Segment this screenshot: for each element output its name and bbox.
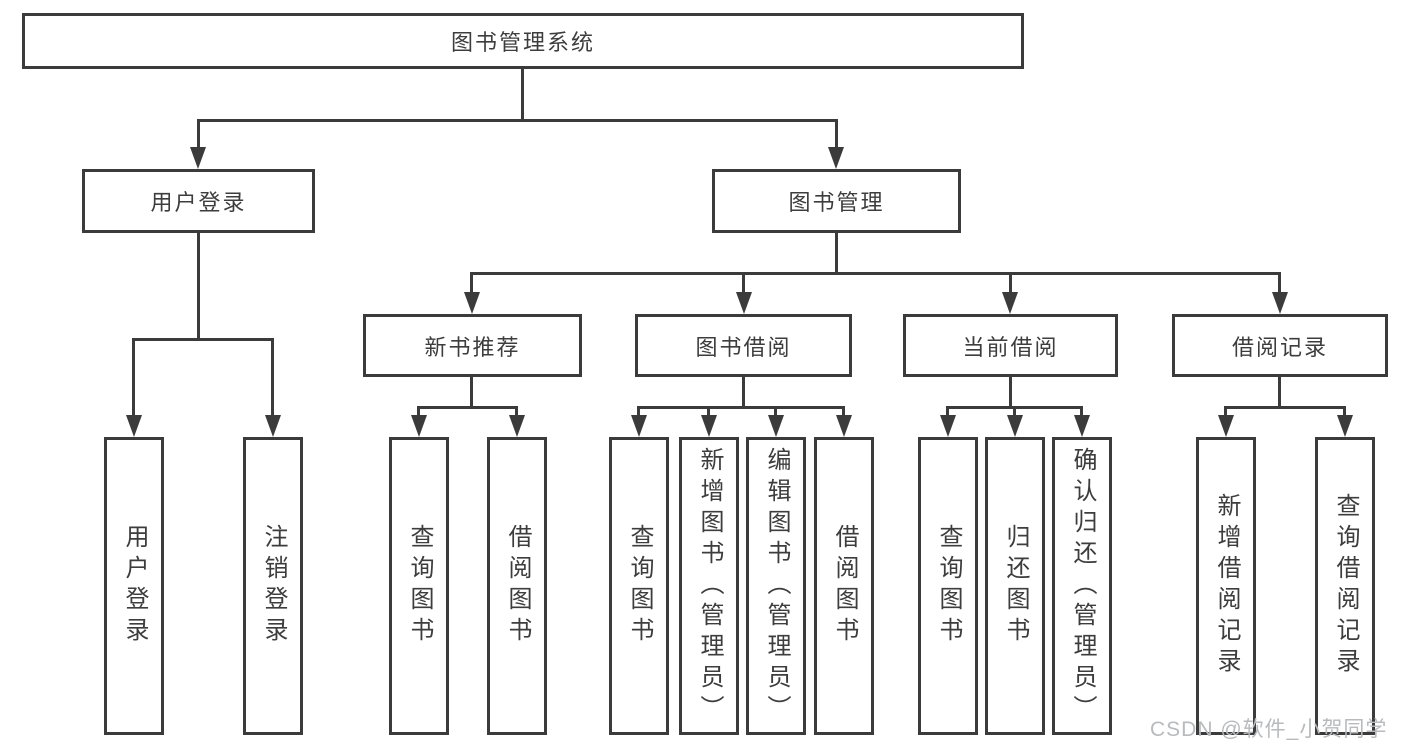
arrow-down-icon <box>1007 415 1023 437</box>
connector-drop-r-borrow <box>515 406 518 418</box>
connector-drop-bb-add <box>707 406 710 418</box>
connector-user-login-stem <box>197 233 200 341</box>
node-user-login: 用户登录 <box>82 169 315 233</box>
connector-borrowing-split <box>637 406 845 409</box>
connector-drop-cb-return <box>1013 406 1016 418</box>
node-borrowing-records: 借阅记录 <box>1172 314 1388 377</box>
connector-root-stem <box>521 69 524 122</box>
arrow-down-icon <box>701 415 717 437</box>
connector-drop-logout-leaf <box>271 338 274 416</box>
node-leaf-query-books-cur: 查询图书 <box>918 437 978 735</box>
connector-drop-book-mgmt <box>835 119 838 149</box>
node-leaf-borrow-books-rec: 借阅图书 <box>487 437 547 735</box>
node-leaf-borrow-books: 借阅图书 <box>814 437 874 735</box>
connector-book-mgmt-stem <box>835 233 838 275</box>
node-leaf-add-books-admin: 新增图书（管理员） <box>679 437 739 735</box>
connector-current-stem <box>1009 377 1012 409</box>
node-leaf-query-books: 查询图书 <box>609 437 669 735</box>
connector-records-split <box>1224 406 1346 409</box>
arrow-down-icon <box>1002 292 1018 314</box>
connector-drop-current <box>1009 272 1012 296</box>
connector-new-rec-stem <box>470 377 473 409</box>
connector-level2-split <box>470 272 1281 275</box>
connector-records-stem <box>1278 377 1281 409</box>
node-leaf-user-login: 用户登录 <box>104 437 164 735</box>
arrow-down-icon <box>940 415 956 437</box>
node-book-management: 图书管理 <box>712 169 961 233</box>
node-leaf-query-borrow-record: 查询借阅记录 <box>1315 437 1375 735</box>
connector-drop-records <box>1278 272 1281 296</box>
arrow-down-icon <box>411 415 427 437</box>
node-leaf-logout: 注销登录 <box>243 437 303 735</box>
arrow-down-icon <box>736 292 752 314</box>
connector-drop-bb-edit <box>774 406 777 418</box>
arrow-down-icon <box>631 415 647 437</box>
node-leaf-query-books-rec: 查询图书 <box>389 437 449 735</box>
arrow-down-icon <box>836 415 852 437</box>
connector-drop-login-leaf <box>132 338 135 416</box>
arrow-down-icon <box>1074 415 1090 437</box>
arrow-down-icon <box>1218 415 1234 437</box>
arrow-down-icon <box>828 147 844 169</box>
node-leaf-confirm-return: 确认归还（管理员） <box>1052 437 1112 735</box>
arrow-down-icon <box>1337 415 1353 437</box>
node-leaf-edit-books-admin: 编辑图书（管理员） <box>746 437 806 735</box>
node-current-borrowing: 当前借阅 <box>903 314 1118 377</box>
connector-user-login-split <box>132 338 274 341</box>
arrow-down-icon <box>126 415 142 437</box>
connector-drop-cb-query <box>946 406 949 418</box>
connector-level1-split <box>197 119 837 122</box>
connector-borrowing-stem <box>742 377 745 409</box>
connector-new-rec-split <box>417 406 518 409</box>
arrow-down-icon <box>509 415 525 437</box>
connector-drop-borrowing <box>742 272 745 296</box>
node-leaf-add-borrow-record: 新增借阅记录 <box>1196 437 1256 735</box>
connector-drop-br-add <box>1224 406 1227 418</box>
connector-drop-cb-confirm <box>1080 406 1083 418</box>
arrow-down-icon <box>464 292 480 314</box>
arrow-down-icon <box>768 415 784 437</box>
node-book-borrowing: 图书借阅 <box>635 314 852 377</box>
node-leaf-return-books: 归还图书 <box>985 437 1045 735</box>
node-new-book-recommendation: 新书推荐 <box>363 314 582 377</box>
connector-drop-new-rec <box>470 272 473 296</box>
connector-drop-br-query <box>1343 406 1346 418</box>
arrow-down-icon <box>190 147 206 169</box>
connector-drop-user-login <box>197 119 200 149</box>
arrow-down-icon <box>265 415 281 437</box>
arrow-down-icon <box>1272 292 1288 314</box>
connector-drop-bb-query <box>637 406 640 418</box>
csdn-watermark: CSDN @软件_小贺同学 <box>1150 718 1388 741</box>
connector-drop-r-query <box>417 406 420 418</box>
connector-drop-bb-borrow <box>842 406 845 418</box>
node-library-management-system: 图书管理系统 <box>22 13 1024 69</box>
